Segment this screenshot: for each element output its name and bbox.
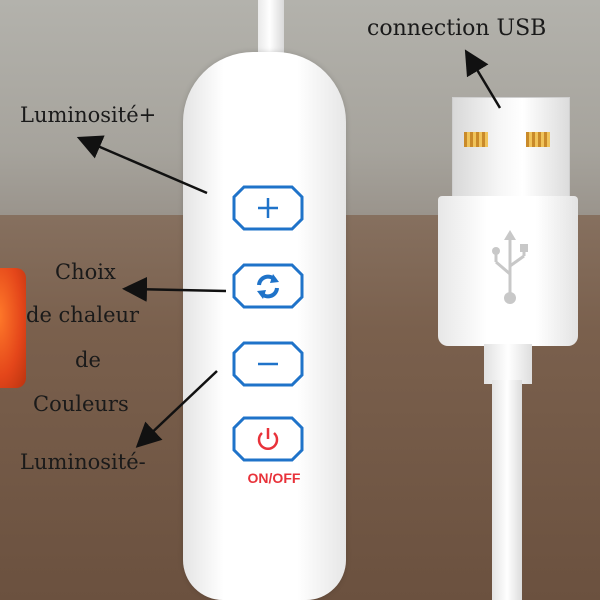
minus-icon [232, 341, 304, 387]
brightness-down-label: Luminosité- [20, 450, 146, 474]
power-icon [232, 416, 304, 462]
arrow-color [122, 276, 227, 302]
cycle-icon [232, 263, 304, 309]
power-label: ON/OFF [247, 470, 301, 486]
usb-cable [492, 380, 522, 600]
color-label-line4: Couleurs [33, 392, 129, 416]
remote-controller [183, 52, 346, 600]
usb-plug-body [438, 196, 578, 346]
brightness-up-button[interactable] [232, 185, 304, 231]
usb-plug-neck [484, 344, 532, 384]
color-temperature-button[interactable] [232, 263, 304, 309]
arrow-usb [464, 49, 502, 109]
color-label-line1: Choix [55, 260, 116, 284]
power-button[interactable] [232, 416, 304, 462]
usb-symbol-icon [492, 230, 528, 304]
usb-contact-left [464, 132, 488, 147]
brightness-down-button[interactable] [232, 341, 304, 387]
usb-label: connection USB [367, 16, 547, 41]
arrow-brightness-down [135, 370, 218, 448]
arrow-brightness-up [76, 135, 208, 195]
orange-candle [0, 268, 26, 388]
remote-cable-top [258, 0, 284, 60]
color-label-line2: de chaleur [26, 303, 140, 327]
color-label-line3: de [75, 348, 101, 372]
plus-icon [232, 185, 304, 231]
brightness-up-label: Luminosité+ [20, 103, 157, 127]
usb-contact-right [526, 132, 550, 147]
